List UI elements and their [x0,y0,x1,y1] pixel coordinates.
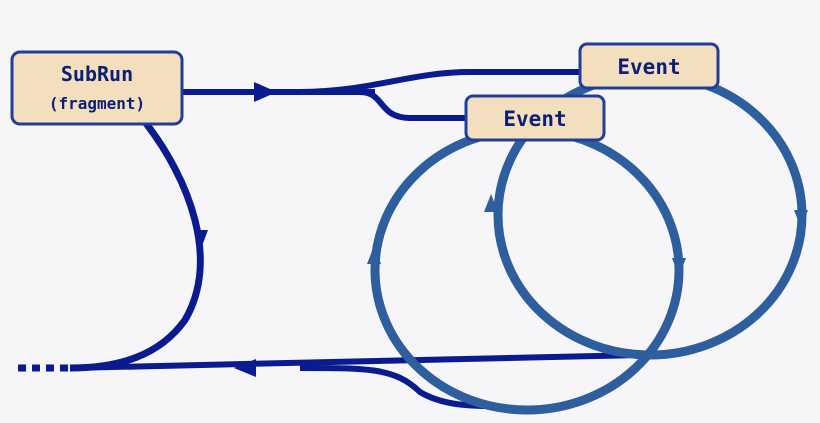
loop-up-arrow-icon [484,194,498,212]
subrun-return-curve [69,119,204,372]
subrun-node [10,50,184,126]
event-mid-label: Event [503,107,566,131]
lower-return-line [69,352,641,371]
loop-down-arrow-icon [672,258,686,276]
subrun-subtitle: (fragment) [49,94,145,113]
upper-branch-to-top-event-line [299,69,582,95]
subrun-title: SubRun [61,62,133,86]
event-top-node [578,42,720,90]
event-mid-node [464,94,606,142]
loop-down-arrow-icon [794,210,808,228]
right-arrow-icon [254,82,277,102]
loop-up-arrow-icon [367,246,381,264]
inner-event-loop [370,125,684,415]
event-top-label: Event [617,55,680,79]
upper-branch-to-mid-event-line [359,89,470,121]
lower-branch-line [299,365,491,409]
down-arrow-icon [196,230,208,246]
left-arrow-icon [234,359,256,377]
